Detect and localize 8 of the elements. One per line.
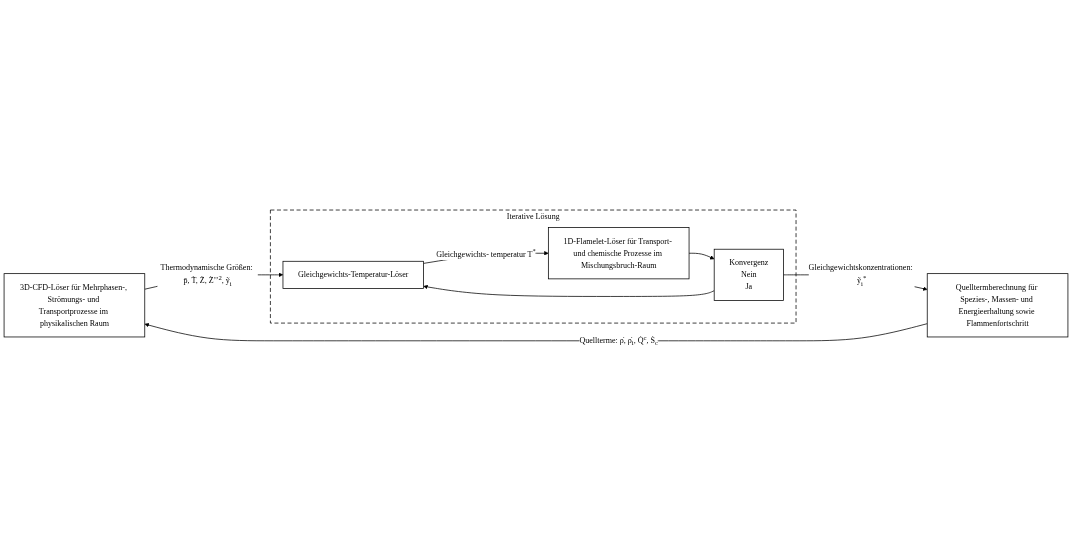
edge-label: Gleichgewichts- temperatur T$^{*}$ xyxy=(436,247,536,258)
edge-label: Quellterme: ρ̇, ρ̇$_{i}$, Q̇$^{c}$, Ṡ$_{c}$ xyxy=(579,333,658,347)
node-box: Konvergenz Nein Ja xyxy=(713,248,784,301)
node-box: Gleichgewichts-Temperatur-Löser xyxy=(282,260,424,289)
edge-label: Thermodynamische Größen: p̄, T̃, Z̃, Z̃’’$^{2}$, ỹ$_{i}$ xyxy=(160,262,253,287)
node-box: 1D-Flamelet-Löser für Transport- und chemische Prozesse im Mischungsbruch-Raum xyxy=(547,227,690,279)
node-box: Quelltermberechnung für Spezies-, Massen- und Energieerhaltung sowie Flammenfortschritt xyxy=(926,273,1069,338)
node-box: 3D-CFD-Löser für Mehrphasen-, Strömungs- und Transportprozesse im physikalischen Raum xyxy=(3,273,146,338)
